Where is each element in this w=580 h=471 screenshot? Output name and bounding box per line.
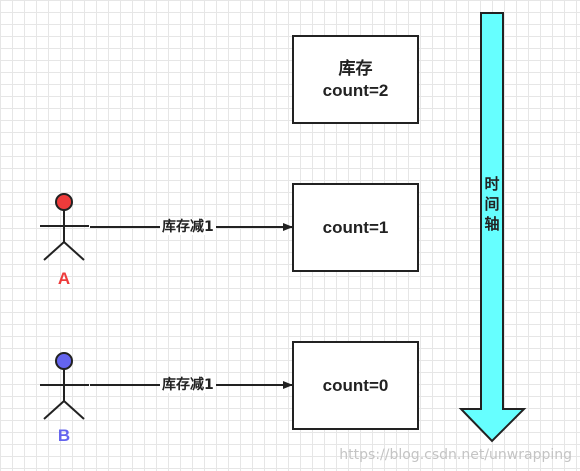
count-1-value: count=1: [322, 217, 389, 237]
timeline-arrow: [458, 12, 527, 443]
stock-box-value: count=2: [322, 80, 389, 100]
stock-box: 库存 count=2: [292, 35, 419, 124]
actor-b-figure: [40, 352, 89, 420]
stock-box-title: 库存: [338, 58, 373, 78]
actor-b-label: B: [57, 426, 71, 445]
timeline-char-1: 时: [484, 175, 500, 193]
timeline-char-3: 轴: [484, 215, 500, 233]
actor-a-head: [55, 193, 73, 211]
timeline-label: 时 间 轴: [480, 174, 504, 234]
actor-a-figure: [40, 193, 89, 261]
timeline-char-2: 间: [484, 195, 500, 213]
count-0-value: count=0: [322, 375, 389, 395]
edge-b-label: 库存减1: [160, 377, 216, 393]
watermark: https://blog.csdn.net/unwrapping: [339, 447, 572, 463]
count-0-box: count=0: [292, 341, 419, 430]
edge-a-label: 库存减1: [160, 219, 216, 235]
actor-b-head: [55, 352, 73, 370]
count-1-box: count=1: [292, 183, 419, 272]
actor-a-label: A: [57, 269, 71, 288]
